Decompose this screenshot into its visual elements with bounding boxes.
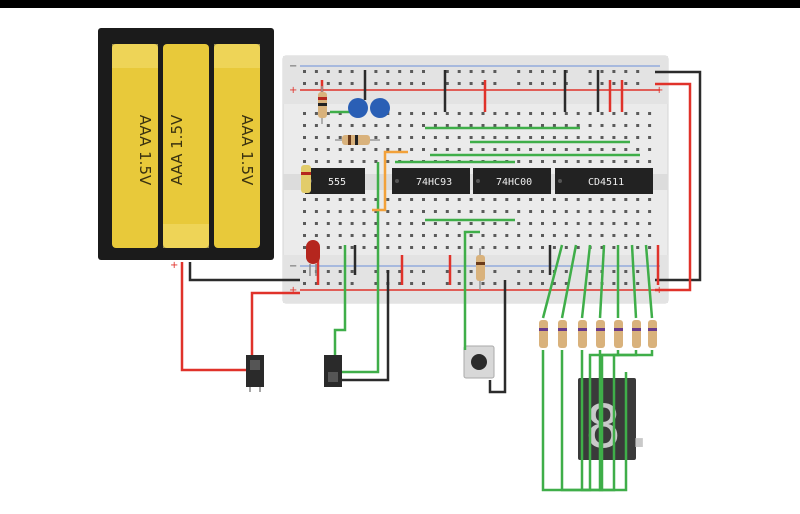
wire-black-switch2[interactable] xyxy=(338,270,390,382)
wire-red-switch[interactable] xyxy=(250,291,300,365)
chip-74hc00-label: 74HC00 xyxy=(496,177,532,188)
resistor-band xyxy=(558,328,567,331)
display-resistor[interactable] xyxy=(539,320,548,348)
led-red[interactable] xyxy=(306,240,320,276)
battery-cell-label: AAA 1.5V xyxy=(168,114,186,185)
wire-green-display-in[interactable] xyxy=(644,244,654,319)
chip-555-label: 555 xyxy=(328,177,346,188)
slide-switch-2[interactable] xyxy=(324,355,342,387)
wire-green-display-out[interactable] xyxy=(598,350,628,492)
resistor-top[interactable] xyxy=(318,86,327,124)
chip-74hc93-label: 74HC93 xyxy=(416,177,452,188)
chip-cd4511-label: CD4511 xyxy=(588,177,624,188)
wire-green-display-in[interactable] xyxy=(580,244,592,319)
slide-switch-1[interactable] xyxy=(246,355,264,392)
top-edge-bar xyxy=(0,0,800,8)
resistor-button[interactable] xyxy=(476,248,485,290)
wire-green-display-in[interactable] xyxy=(541,244,564,319)
breadboard-holes xyxy=(303,70,652,285)
resistor-horizontal[interactable] xyxy=(335,135,380,145)
push-button[interactable] xyxy=(463,345,495,379)
display-resistor[interactable] xyxy=(578,320,587,348)
breadboard-top-rail xyxy=(283,56,668,104)
wire-black-button[interactable] xyxy=(488,280,507,394)
wire-green-display-out[interactable] xyxy=(580,350,616,492)
display-resistor[interactable] xyxy=(558,320,567,348)
rail-plus-label-bottom: + xyxy=(289,285,297,296)
wire-green-display-in[interactable] xyxy=(560,244,578,319)
battery-cell-label: AAA 1.5V xyxy=(238,115,256,186)
breadboard-bottom-rail xyxy=(283,255,668,303)
display-resistor[interactable] xyxy=(614,320,623,348)
rail-minus-label-top: − xyxy=(289,61,297,72)
display-digit: 8. xyxy=(585,392,657,462)
display-resistor-array xyxy=(539,320,657,348)
rail-plus-label-top: + xyxy=(289,85,297,96)
wire-green-display-in[interactable] xyxy=(630,244,638,319)
resistor-band xyxy=(632,328,641,331)
resistor-band xyxy=(648,328,657,331)
resistor-band xyxy=(578,328,587,331)
rail-minus-label-bottom: − xyxy=(289,261,297,272)
wire-red-battery[interactable] xyxy=(180,262,248,372)
seven-segment-display[interactable]: 8. xyxy=(578,378,657,462)
battery-cell-label: AAA 1.5V xyxy=(136,115,154,186)
wire-black-rail-right[interactable] xyxy=(655,70,702,282)
wire-green-button[interactable] xyxy=(463,230,480,350)
battery-cell-1: AAA 1.5V xyxy=(112,44,158,248)
capacitor-2[interactable] xyxy=(370,98,390,118)
display-resistor[interactable] xyxy=(596,320,605,348)
chip-cd4511[interactable]: CD4511 xyxy=(555,168,653,194)
resistor-band xyxy=(614,328,623,331)
rail-plus-label-top-right: + xyxy=(655,85,663,96)
battery-plus-label: + xyxy=(170,260,178,271)
capacitor-1[interactable] xyxy=(348,98,368,118)
chip-555[interactable]: 555 xyxy=(305,168,365,194)
wire-green-display-out[interactable] xyxy=(612,350,654,372)
wire-black-battery[interactable] xyxy=(188,262,300,282)
display-wires xyxy=(541,244,654,492)
chip-74hc00[interactable]: 74HC00 xyxy=(473,168,551,194)
display-resistor[interactable] xyxy=(632,320,641,348)
resistor-band xyxy=(596,328,605,331)
resistor-left[interactable] xyxy=(301,165,311,193)
wire-green-switch2-b[interactable] xyxy=(338,162,380,374)
battery-cell-2: AAA 1.5V xyxy=(163,44,209,248)
wire-orange[interactable] xyxy=(372,150,408,212)
wire-green-display-in[interactable] xyxy=(598,244,606,319)
resistor-band xyxy=(539,328,548,331)
battery-cell-3: AAA 1.5V xyxy=(214,44,260,248)
wire-red-rail-right[interactable] xyxy=(655,82,692,292)
display-resistor[interactable] xyxy=(648,320,657,348)
wire-green-switch2[interactable] xyxy=(333,245,347,365)
chip-74hc93[interactable]: 74HC93 xyxy=(392,168,470,194)
